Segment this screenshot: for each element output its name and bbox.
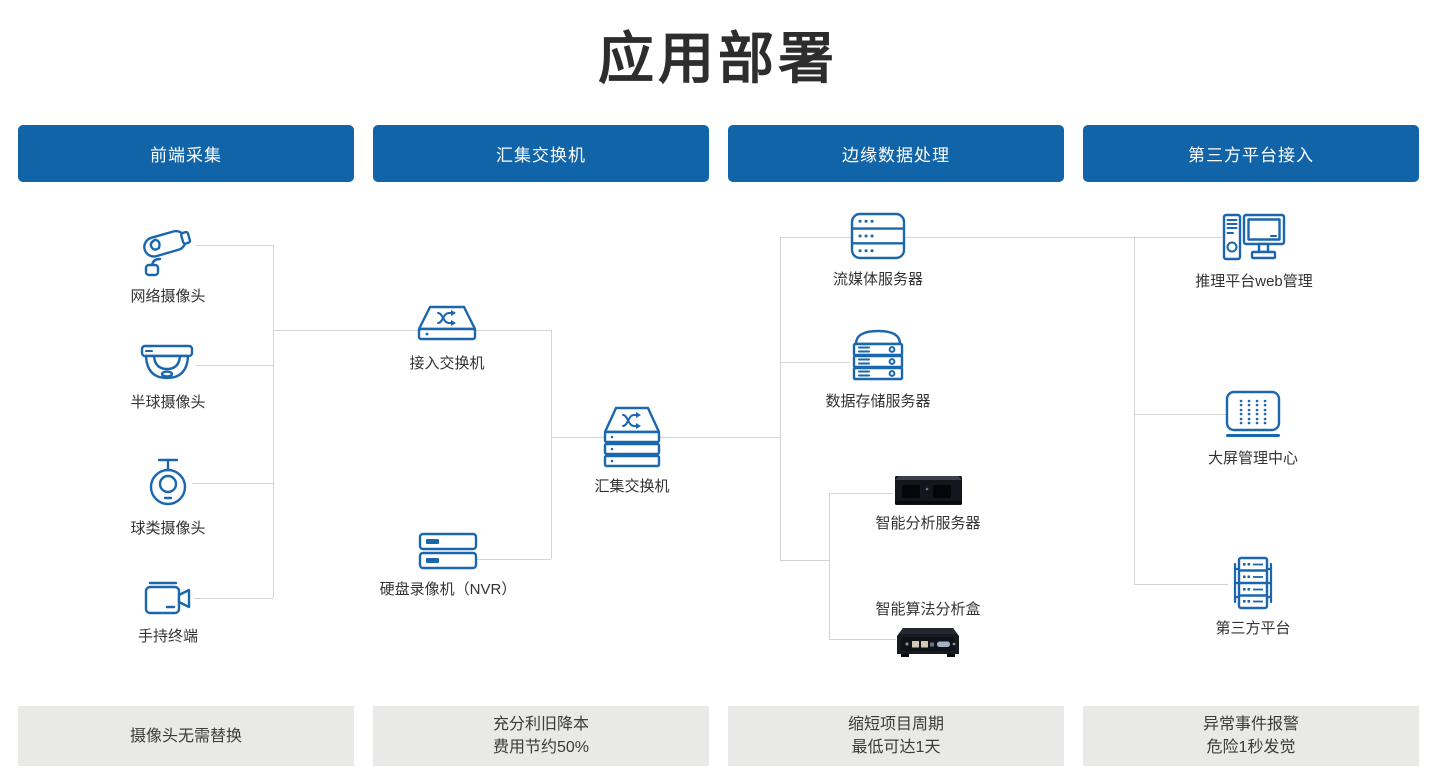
analysis-server-image	[894, 476, 962, 505]
network-camera-icon	[143, 229, 192, 277]
node-aggregation-switch: 汇集交换机	[562, 406, 702, 496]
node-label: 智能分析服务器	[875, 515, 981, 532]
node-label: 数据存储服务器	[825, 393, 931, 410]
footer-project-cycle: 缩短项目周期 最低可达1天	[728, 706, 1064, 766]
connector-line	[780, 237, 781, 560]
connector-line	[829, 639, 896, 640]
connector-line	[780, 560, 829, 561]
big-screen-icon	[1225, 390, 1281, 437]
connector-line	[780, 362, 850, 363]
node-label: 硬盘录像机（NVR）	[379, 581, 517, 598]
handheld-terminal-icon	[144, 581, 191, 615]
node-label: 汇集交换机	[594, 478, 670, 495]
web-management-icon	[1222, 213, 1286, 261]
node-label: 大屏管理中心	[1207, 450, 1298, 467]
connector-line	[192, 483, 273, 484]
node-analysis-box: 智能算法分析盒	[858, 598, 998, 658]
connector-line	[273, 330, 551, 331]
nvr-icon	[418, 532, 478, 570]
connector-line	[196, 245, 273, 246]
node-analysis-server: 智能分析服务器	[858, 472, 998, 533]
node-label: 网络摄像头	[130, 288, 206, 305]
footer-line: 异常事件报警	[1202, 716, 1299, 733]
node-streaming-server: 流媒体服务器	[808, 211, 948, 289]
footer-line: 危险1秒发觉	[1206, 739, 1296, 756]
connector-line	[829, 493, 893, 494]
access-switch-icon	[417, 305, 477, 341]
node-label: 接入交换机	[409, 355, 485, 372]
header-label: 边缘数据处理	[842, 146, 950, 165]
connector-line	[273, 245, 274, 598]
node-third-party-platform: 第三方平台	[1183, 556, 1323, 638]
node-label: 半球摄像头	[130, 394, 206, 411]
ptz-camera-icon	[149, 458, 187, 506]
dome-camera-icon	[140, 344, 194, 380]
header-edge-processing: 边缘数据处理	[728, 125, 1064, 182]
header-third-party-access: 第三方平台接入	[1083, 125, 1419, 182]
connector-line	[1134, 237, 1135, 584]
connector-line	[780, 237, 1134, 238]
node-network-camera: 网络摄像头	[98, 226, 238, 306]
footer-line: 缩短项目周期	[847, 716, 944, 733]
header-label: 第三方平台接入	[1188, 146, 1314, 165]
header-label: 前端采集	[150, 146, 222, 165]
node-label: 第三方平台	[1215, 620, 1291, 637]
connector-line	[1134, 414, 1226, 415]
header-frontend-collection: 前端采集	[18, 125, 354, 182]
analysis-box-image	[897, 628, 959, 657]
connector-line	[1134, 237, 1222, 238]
node-ptz-camera: 球类摄像头	[98, 456, 238, 538]
header-label: 汇集交换机	[496, 146, 586, 165]
connector-line	[551, 330, 552, 559]
node-handheld-terminal: 手持终端	[98, 580, 238, 646]
storage-server-icon	[852, 329, 904, 381]
node-nvr: 硬盘录像机（NVR）	[348, 531, 548, 599]
footer-line: 摄像头无需替换	[129, 727, 242, 745]
node-dome-camera: 半球摄像头	[98, 344, 238, 412]
footer-line: 费用节约50%	[492, 739, 590, 756]
node-label: 流媒体服务器	[832, 271, 923, 288]
connector-line	[829, 493, 830, 639]
footer-cost-saving: 充分利旧降本 费用节约50%	[373, 706, 709, 766]
node-label: 智能算法分析盒	[875, 601, 981, 618]
footer-event-alarm: 异常事件报警 危险1秒发觉	[1083, 706, 1419, 766]
node-storage-server: 数据存储服务器	[808, 327, 948, 411]
aggregation-switch-icon	[603, 406, 661, 468]
header-aggregation-switch: 汇集交换机	[373, 125, 709, 182]
connector-line	[551, 437, 780, 438]
node-label: 推理平台web管理	[1195, 273, 1313, 290]
node-label: 手持终端	[137, 628, 198, 645]
connector-line	[477, 559, 551, 560]
node-label: 球类摄像头	[130, 520, 206, 537]
footer-camera-reuse: 摄像头无需替换	[18, 706, 354, 766]
footer-line: 最低可达1天	[851, 739, 941, 756]
page-title: 应用部署	[598, 27, 838, 90]
connector-line	[1134, 584, 1228, 585]
node-web-management: 推理平台web管理	[1184, 211, 1324, 291]
footer-line: 充分利旧降本	[492, 716, 589, 733]
connector-line	[194, 598, 273, 599]
connector-line	[196, 365, 273, 366]
node-access-switch: 接入交换机	[377, 305, 517, 373]
third-party-platform-icon	[1233, 556, 1273, 610]
node-big-screen-center: 大屏管理中心	[1183, 390, 1323, 468]
streaming-server-icon	[850, 212, 906, 260]
